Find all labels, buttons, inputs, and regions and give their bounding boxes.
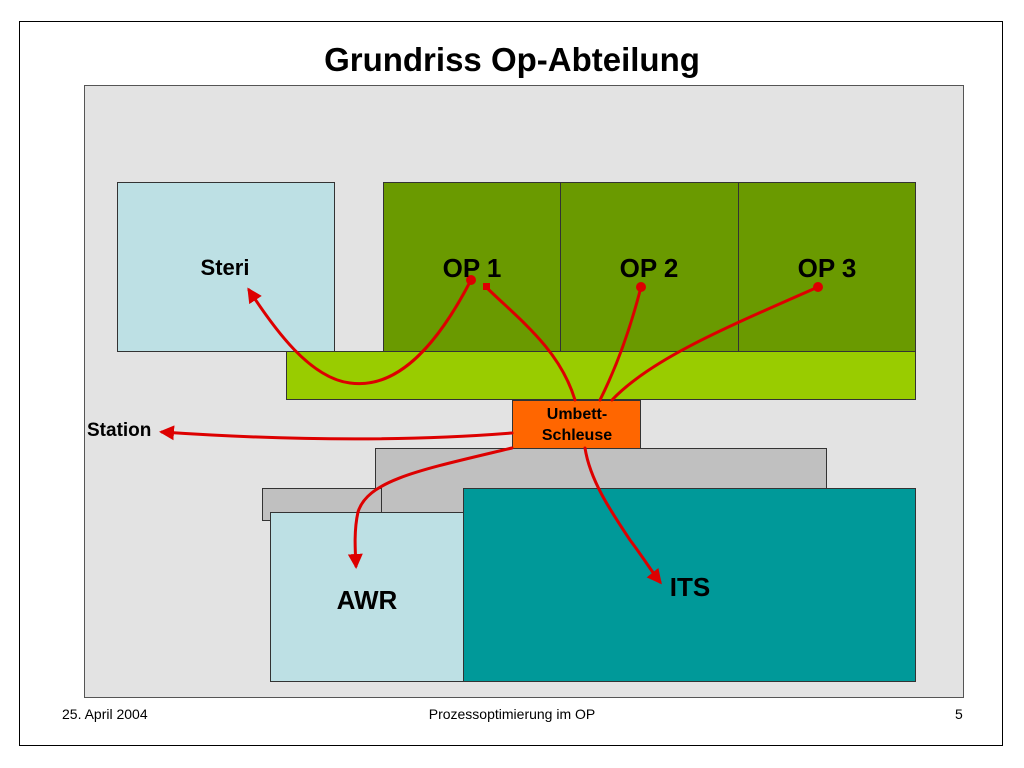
label-awr: AWR: [336, 585, 398, 615]
label-op2: OP 2: [619, 253, 679, 283]
corridor: [286, 351, 916, 400]
slide-title: Grundriss Op-Abteilung: [324, 41, 700, 78]
label-op1: OP 1: [442, 253, 502, 283]
label-its: ITS: [669, 572, 711, 602]
umbett-schleuse: [512, 400, 641, 449]
room-its: [463, 488, 916, 682]
label-steri: Steri: [200, 255, 250, 280]
label-op3: OP 3: [797, 253, 857, 283]
footer-page-number: 5: [955, 706, 963, 722]
label-umbett-schleuse: Umbett- Schleuse: [542, 404, 612, 446]
footer-date: 25. April 2004: [62, 706, 148, 722]
label-umbett-line2: Schleuse: [541, 427, 613, 444]
label-umbett-line1: Umbett-: [546, 406, 608, 423]
label-station: Station: [87, 420, 152, 441]
footer-center: Prozessoptimierung im OP: [428, 706, 596, 722]
